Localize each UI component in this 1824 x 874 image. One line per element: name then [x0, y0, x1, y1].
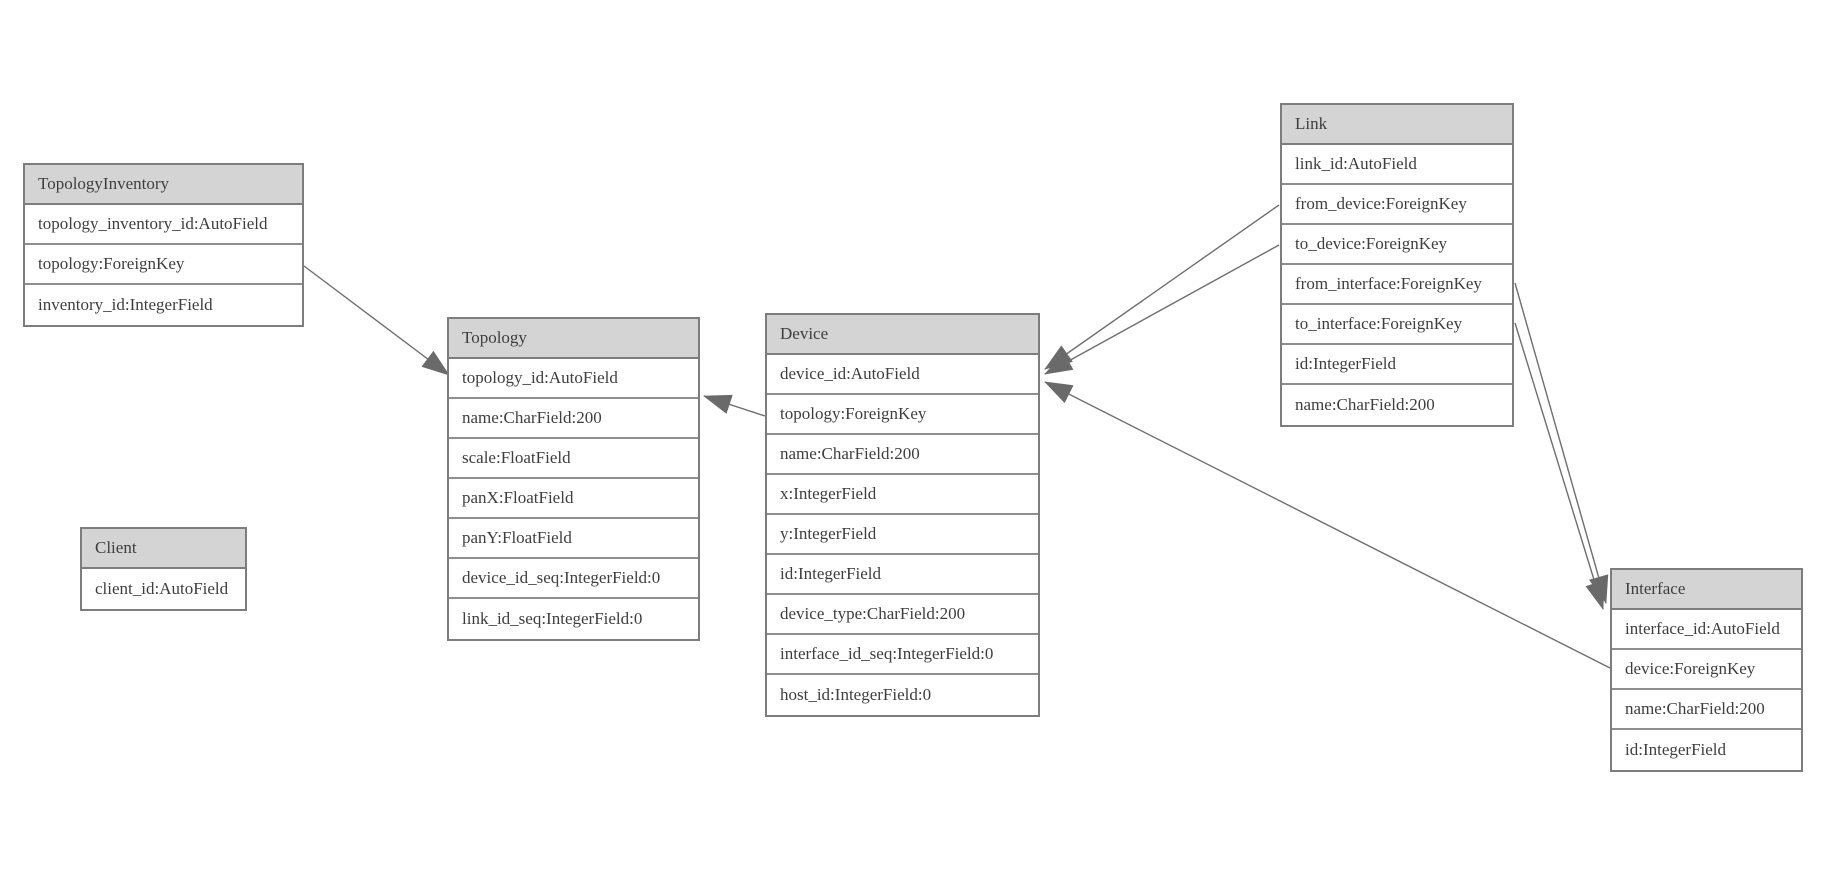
entity-header: Link [1282, 105, 1512, 145]
field-row: device_type:CharField:200 [767, 595, 1038, 635]
field-row: name:CharField:200 [1295, 395, 1435, 414]
edge-topologyinventory-topology-to-topology [303, 265, 450, 376]
field-row: device_id:AutoField [767, 355, 1038, 395]
entity-header: Interface [1612, 570, 1801, 610]
field-row: id:IntegerField [1282, 345, 1512, 385]
field-row: panY:FloatField [449, 519, 698, 559]
field-row: device:ForeignKey [1612, 650, 1801, 690]
field-row: topology:ForeignKey [25, 245, 302, 285]
field-row: link_id_seq:IntegerField:0 [462, 609, 643, 628]
field-row: topology_inventory_id:AutoField [25, 205, 302, 245]
field-row: topology:ForeignKey [767, 395, 1038, 435]
entity-header: Client [82, 529, 245, 569]
edge-device-topology-to-topology [703, 394, 766, 417]
field-row: scale:FloatField [449, 439, 698, 479]
field-row: id:IntegerField [767, 555, 1038, 595]
entity-client: Client client_id:AutoField [80, 527, 247, 611]
field-row: name:CharField:200 [767, 435, 1038, 475]
edge-link-to_device-to-device [1044, 244, 1280, 375]
field-row: host_id:IntegerField:0 [780, 685, 932, 704]
field-row: id:IntegerField [1625, 740, 1727, 759]
field-row: inventory_id:IntegerField [38, 295, 213, 314]
field-row: from_device:ForeignKey [1282, 185, 1512, 225]
field-row: name:CharField:200 [449, 399, 698, 439]
field-row: name:CharField:200 [1612, 690, 1801, 730]
entity-header: Topology [449, 319, 698, 359]
field-row: x:IntegerField [767, 475, 1038, 515]
field-row: link_id:AutoField [1282, 145, 1512, 185]
field-row: interface_id_seq:IntegerField:0 [767, 635, 1038, 675]
field-row: y:IntegerField [767, 515, 1038, 555]
edge-interface-device-to-device [1044, 381, 1611, 669]
field-row: client_id:AutoField [95, 579, 229, 598]
edge-link-to_interface-to-interface [1514, 322, 1605, 610]
field-row: to_device:ForeignKey [1282, 225, 1512, 265]
field-row: to_interface:ForeignKey [1282, 305, 1512, 345]
edge-link-from_interface-to-interface [1514, 282, 1609, 604]
entity-header: Device [767, 315, 1038, 355]
edge-link-from_device-to-device [1044, 204, 1280, 370]
field-row: panX:FloatField [449, 479, 698, 519]
field-row: topology_id:AutoField [449, 359, 698, 399]
field-row: device_id_seq:IntegerField:0 [449, 559, 698, 599]
entity-header: TopologyInventory [25, 165, 302, 205]
field-row: from_interface:ForeignKey [1282, 265, 1512, 305]
field-row: interface_id:AutoField [1612, 610, 1801, 650]
